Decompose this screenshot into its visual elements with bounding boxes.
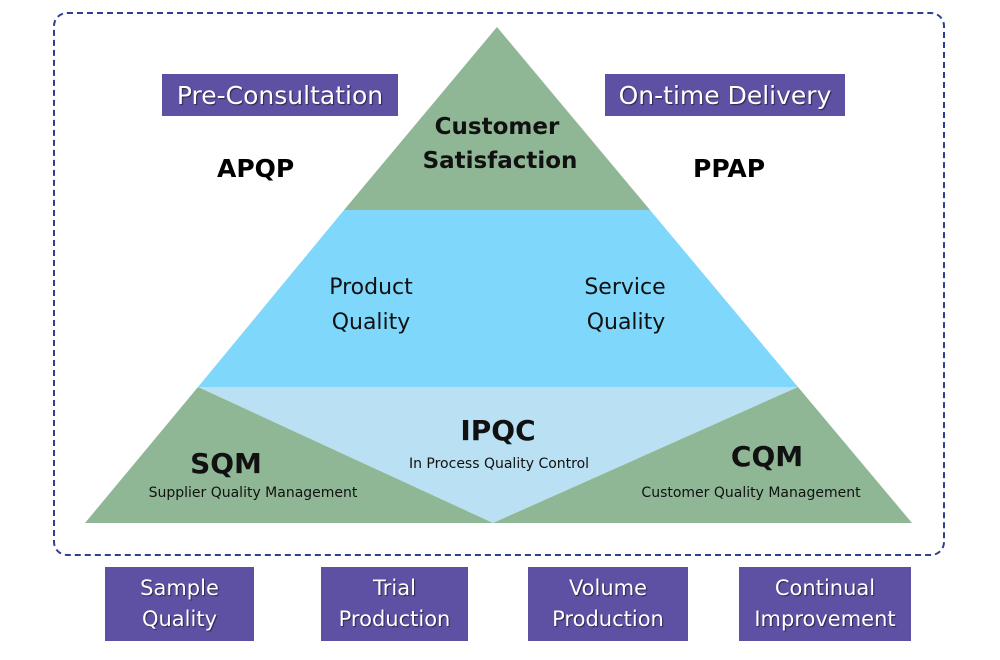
step-volume-production: Volume Production xyxy=(528,567,688,641)
pre-consultation-label: Pre-Consultation xyxy=(162,74,398,116)
ipqc-title: IPQC xyxy=(460,414,535,447)
apex-line1: Customer xyxy=(435,114,560,140)
bottom-right-section xyxy=(493,387,912,523)
service-quality-line1: Service xyxy=(584,275,665,300)
step-volume-production-line1: Volume xyxy=(568,576,648,600)
step-volume-production-line2: Production xyxy=(552,607,664,631)
product-quality-line2: Quality xyxy=(332,310,411,335)
apqp-label: APQP xyxy=(217,154,295,183)
bottom-center-section xyxy=(198,387,798,523)
step-sample-quality-line1: Sample xyxy=(140,576,219,600)
middle-band xyxy=(198,210,798,387)
cqm-subtitle: Customer Quality Management xyxy=(641,485,861,501)
service-quality-line2: Quality xyxy=(587,310,666,335)
ipqc-subtitle: In Process Quality Control xyxy=(409,456,589,472)
apex-section xyxy=(344,27,650,210)
cqm-title: CQM xyxy=(731,440,803,473)
dashed-frame xyxy=(53,12,945,556)
on-time-delivery-label: On-time Delivery xyxy=(605,74,845,116)
product-quality-line1: Product xyxy=(329,275,413,300)
sqm-title: SQM xyxy=(190,447,262,480)
sqm-subtitle: Supplier Quality Management xyxy=(149,485,358,501)
step-trial-production: Trial Production xyxy=(321,567,468,641)
bottom-left-section xyxy=(85,387,493,523)
step-sample-quality-line2: Quality xyxy=(141,607,218,631)
step-continual-improvement-line2: Improvement xyxy=(754,607,896,631)
step-trial-production-line2: Production xyxy=(338,607,451,631)
step-sample-quality: Sample Quality xyxy=(105,567,254,641)
apex-line2: Satisfaction xyxy=(423,148,578,174)
ppap-label: PPAP xyxy=(693,154,766,183)
step-continual-improvement-line1: Continual xyxy=(774,576,876,600)
step-continual-improvement: Continual Improvement xyxy=(739,567,911,641)
step-trial-production-line1: Trial xyxy=(373,576,416,600)
